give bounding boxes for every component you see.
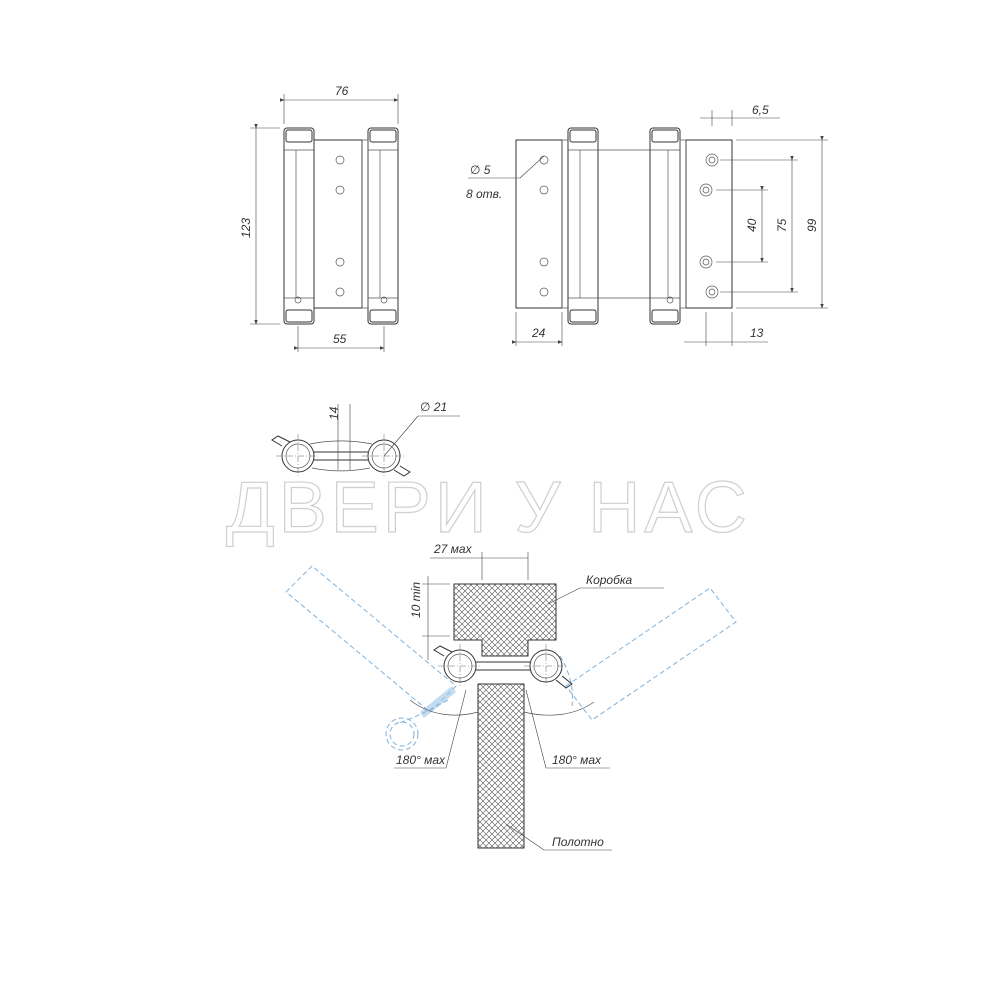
dim-99-label: 99: [805, 218, 819, 232]
dim-40-label: 40: [745, 218, 759, 232]
label-angle-right: 180° мах: [552, 753, 602, 767]
dim-10min-label: 10 min: [409, 582, 423, 618]
dim-21-label: ∅ 21: [420, 400, 447, 414]
dim-13-label: 13: [750, 326, 764, 340]
side-view: ∅ 5 8 отв. 6,5 40 75 99 24 13: [466, 103, 828, 346]
section-view: 14 ∅ 21: [271, 400, 460, 478]
hole-diameter-label: ∅ 5: [470, 163, 491, 177]
dim-27max-label: 27 мах: [433, 542, 473, 556]
hole-count-label: 8 отв.: [466, 187, 502, 201]
dim-24-label: 24: [531, 326, 546, 340]
label-leaf: Полотно: [552, 835, 604, 849]
front-view: 76 123 55: [239, 84, 399, 352]
side-holes: [539, 153, 719, 304]
dim-75-label: 75: [775, 218, 789, 232]
front-holes: [294, 155, 388, 304]
dim-14-label: 14: [327, 406, 341, 420]
label-angle-left: 180° мах: [396, 753, 446, 767]
watermark: ДВЕРИ У НАС: [226, 468, 751, 548]
dim-6-5-label: 6,5: [752, 103, 769, 117]
dim-123-label: 123: [239, 218, 253, 238]
dim-55-label: 55: [333, 332, 347, 346]
label-frame: Коробка: [586, 573, 633, 587]
install-view: 27 мах 10 min Коробка 180° мах 180° мах …: [285, 542, 737, 851]
dim-76-label: 76: [335, 84, 349, 98]
